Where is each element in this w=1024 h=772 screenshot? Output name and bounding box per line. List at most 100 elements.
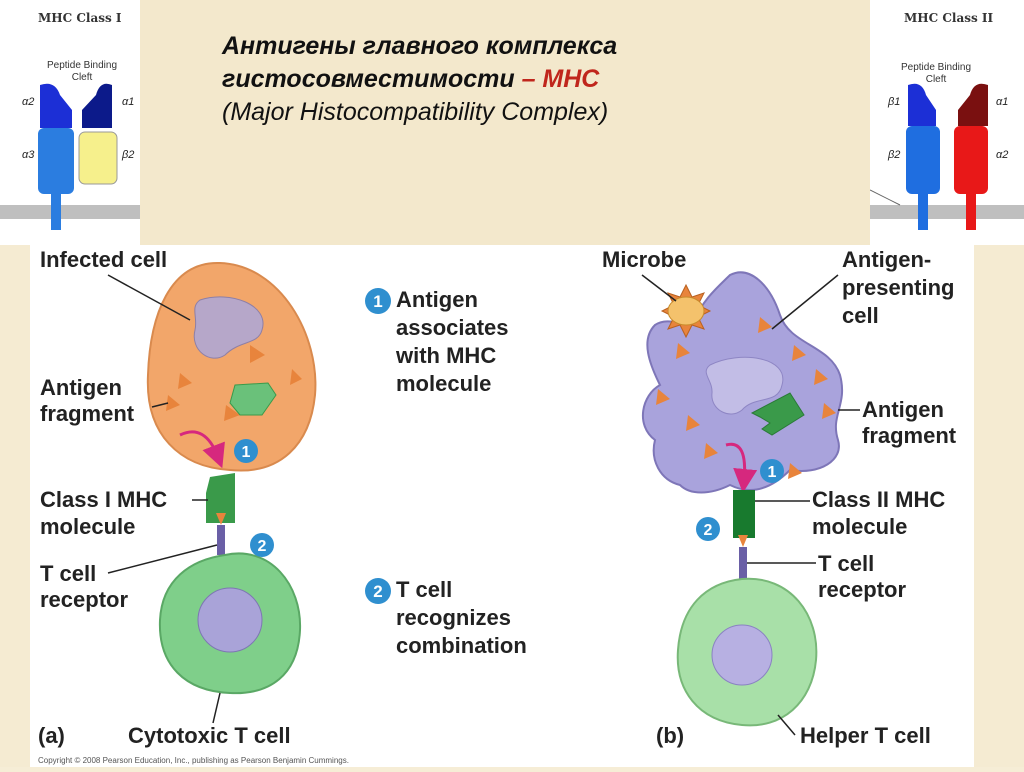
label-antigen-a: Antigen — [40, 375, 122, 400]
tcell-receptor-stalk — [739, 547, 747, 579]
step2-line1: T cell — [396, 577, 452, 602]
alpha3-domain — [38, 128, 74, 194]
title-line-3: (Major Histocompatibility Complex) — [222, 98, 609, 126]
antigen-triangle — [822, 403, 836, 419]
leader-line — [107, 544, 218, 574]
panel-tag-b: (b) — [656, 723, 684, 748]
antigen-triangle — [758, 317, 772, 333]
antigen-triangle — [166, 395, 180, 411]
label-a2: α2 — [22, 96, 34, 108]
class2-cleft-label-2: Cleft — [926, 74, 947, 85]
apc-nucleus — [705, 356, 784, 415]
beta2-domain — [78, 131, 118, 185]
label-apc-line2: presenting — [842, 275, 954, 300]
antigen-triangle — [814, 369, 828, 385]
step-badge-number: 2 — [704, 522, 713, 539]
tcell-receptor-stalk — [217, 525, 225, 555]
leader-line — [771, 274, 839, 330]
label-a1-2: α1 — [996, 96, 1008, 108]
title-accent: – МНС — [521, 65, 600, 93]
antigen-triangle — [788, 463, 802, 479]
step1-line1: Antigen — [396, 287, 478, 312]
step2-line3: combination — [396, 633, 527, 658]
class2-heading: MHC Class II — [904, 11, 994, 25]
label-fragment-a: fragment — [40, 401, 135, 426]
copyright: Copyright © 2008 Pearson Education, Inc.… — [38, 756, 349, 765]
mhc-class-1-panel: MHC Class I Peptide Binding Cleft α2 α1 … — [0, 0, 140, 245]
step-badge-number: 1 — [768, 464, 777, 481]
label-class1-line1: Class I MHC — [40, 487, 167, 512]
slide-title: Антигены главного комплекса гистосовмест… — [222, 30, 842, 129]
antigen-triangle — [250, 345, 265, 363]
beta1-domain — [908, 83, 936, 126]
antigen-triangle — [290, 369, 302, 385]
label-fragment-b: fragment — [862, 423, 957, 448]
step2-line2: recognizes — [396, 605, 511, 630]
step-badge — [234, 439, 258, 463]
label-a2-2: α2 — [996, 149, 1008, 161]
class1-heading: MHC Class I — [38, 11, 122, 25]
label-tcell-b-line1: T cell — [818, 551, 874, 576]
antigen-triangle — [224, 405, 240, 421]
class1-cleft-label-2: Cleft — [72, 72, 93, 83]
alpha2-domain-2 — [954, 126, 988, 194]
label-antigen-b: Antigen — [862, 397, 944, 422]
leader-line — [777, 714, 796, 736]
association-arrow — [179, 430, 225, 469]
step-badge — [250, 533, 274, 557]
leader-line — [212, 692, 221, 724]
microbe — [660, 283, 712, 339]
step-badge-number: 1 — [242, 444, 251, 461]
antigen-triangle — [792, 345, 806, 361]
class1-cleft-label: Peptide Binding — [47, 60, 117, 71]
label-a1: α1 — [122, 96, 134, 108]
association-arrow — [725, 442, 758, 493]
membrane-pointer — [869, 189, 901, 206]
step-badge-number: 2 — [373, 582, 382, 601]
antigen-triangle — [704, 443, 718, 459]
step-badge — [696, 517, 720, 541]
alpha1-domain — [82, 83, 112, 128]
label-class2-line2: molecule — [812, 514, 907, 539]
leader-line — [641, 274, 677, 302]
label-class2-line1: Class II MHC — [812, 487, 945, 512]
step1-line3: with MHC — [395, 343, 496, 368]
leader-line — [107, 274, 191, 321]
membrane — [870, 205, 1024, 219]
label-b1: β1 — [887, 96, 900, 108]
panel-tag-a: (a) — [38, 723, 65, 748]
antigen-triangle — [178, 373, 192, 389]
presented-antigen — [216, 513, 226, 525]
beta-tail — [918, 194, 928, 230]
label-tcell-a-line1: T cell — [40, 561, 96, 586]
title-line-1: Антигены главного комплекса — [222, 32, 618, 60]
main-diagram: 1 2 Infected cell Antigen fragment Class… — [30, 245, 974, 767]
label-b2-2: β2 — [887, 149, 900, 161]
label-a3: α3 — [22, 149, 35, 161]
label-helper: Helper T cell — [800, 723, 931, 748]
leader-line — [151, 402, 169, 408]
class2-cleft-label: Peptide Binding — [901, 62, 971, 73]
class2-fragment-shape — [750, 392, 805, 436]
membrane — [0, 205, 140, 219]
mhc-class-2-panel: MHC Class II Peptide Binding Cleft β1 α1… — [869, 0, 1024, 245]
label-class1-line2: molecule — [40, 514, 135, 539]
step-badge — [365, 288, 391, 314]
tcell-nucleus — [197, 587, 263, 653]
infected-cell — [146, 261, 317, 472]
class1-mhc-molecule — [206, 473, 235, 523]
label-apc-line1: Antigen- — [842, 247, 931, 272]
label-b2: β2 — [121, 149, 134, 161]
label-tcell-a-line2: receptor — [40, 587, 128, 612]
title-line-2: гистосовместимости — [222, 65, 522, 93]
class2-mhc-molecule — [733, 490, 755, 538]
label-apc-line3: cell — [842, 303, 879, 328]
beta2-domain-2 — [906, 126, 940, 194]
antigen-triangle — [676, 343, 690, 359]
step-badge — [760, 459, 784, 483]
infected-nucleus — [193, 296, 264, 359]
step-badge — [365, 578, 391, 604]
label-cytotoxic: Cytotoxic T cell — [128, 723, 291, 748]
antigen-triangle — [656, 389, 670, 405]
title-box — [140, 0, 870, 245]
